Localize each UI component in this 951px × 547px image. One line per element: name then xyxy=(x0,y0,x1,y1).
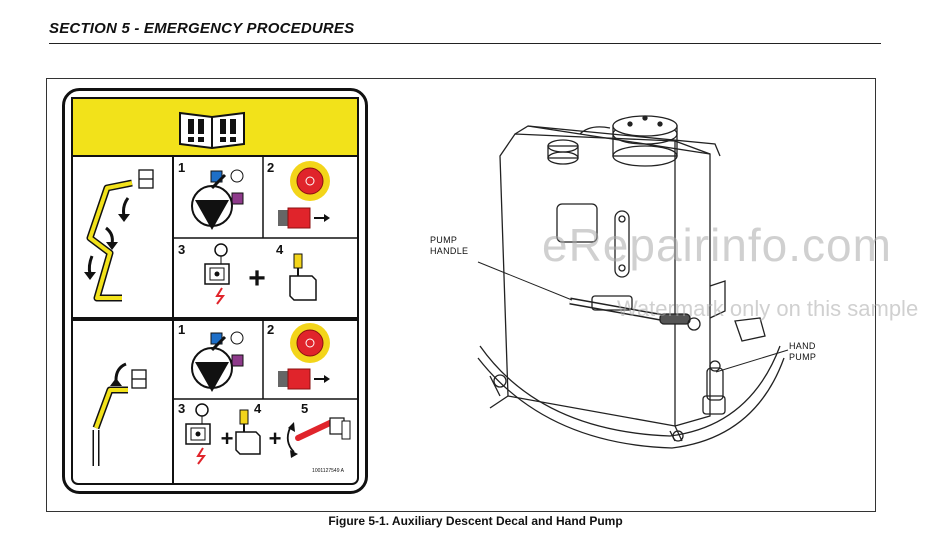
bottom-plus-sign-1: + xyxy=(221,426,234,451)
pump-handle-label-line1: PUMP xyxy=(430,235,458,245)
top-step-4-number: 4 xyxy=(276,242,284,257)
key-switch-lower-icon-2 xyxy=(191,331,244,392)
top-plus-sign: + xyxy=(248,262,266,295)
pump-handle-callout: PUMP HANDLE xyxy=(430,235,468,257)
hand-pump-label-line1: HAND xyxy=(789,341,816,351)
hand-pump-callout: HAND PUMP xyxy=(789,341,816,363)
top-step-1-number: 1 xyxy=(178,160,185,175)
emergency-stop-button-icon xyxy=(278,161,330,229)
hand-pump-lever-icon xyxy=(286,417,351,458)
hand-pump-label-line2: PUMP xyxy=(789,352,817,362)
manual-warning-icon xyxy=(179,111,245,150)
bottom-plus-sign-2: + xyxy=(269,426,282,451)
platform-lowering-pictogram xyxy=(84,169,154,302)
pump-handle-label-line2: HANDLE xyxy=(430,246,469,256)
watermark-site: eRepairinfo.com xyxy=(542,219,892,271)
header-rule xyxy=(49,43,881,44)
machine-hydraulic-tank-drawing xyxy=(477,115,785,449)
ignition-switch-icon xyxy=(204,243,230,305)
decal-part-number: 1001127549 A xyxy=(312,468,345,474)
bottom-step-5-number: 5 xyxy=(301,401,308,416)
figure-frame xyxy=(46,78,876,512)
bottom-step-2-number: 2 xyxy=(267,322,274,337)
toggle-switch-icon xyxy=(289,253,317,301)
ignition-switch-icon-2 xyxy=(185,403,211,465)
bottom-step-1-number: 1 xyxy=(178,322,185,337)
key-switch-lower-icon xyxy=(191,169,244,230)
bottom-step-4-number: 4 xyxy=(254,401,262,416)
emergency-stop-button-icon-2 xyxy=(278,323,330,390)
top-step-2-number: 2 xyxy=(267,160,274,175)
top-step-3-number: 3 xyxy=(178,242,185,257)
bottom-step-3-number: 3 xyxy=(178,401,185,416)
toggle-switch-icon-2 xyxy=(235,409,261,455)
auxiliary-descent-decal: 1 2 3 + 4 xyxy=(62,88,368,494)
section-title: SECTION 5 - EMERGENCY PROCEDURES xyxy=(49,20,355,37)
platform-raise-pictogram xyxy=(92,362,147,466)
figure-caption: Figure 5-1. Auxiliary Descent Decal and … xyxy=(328,514,623,528)
watermark-notice: Watermark only on this sample xyxy=(617,296,919,321)
